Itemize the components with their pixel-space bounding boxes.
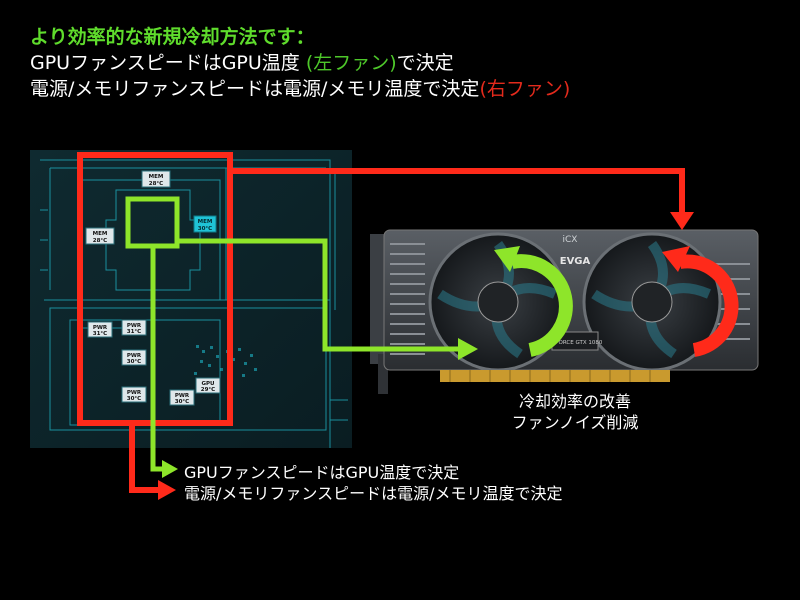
header-right-fan: (右ファン) [479,78,571,100]
svg-text:PWR: PWR [127,323,142,329]
svg-text:30°C: 30°C [127,396,141,402]
svg-text:31°C: 31°C [127,329,141,335]
header-title: より効率的な新規冷却方法です： [30,26,315,48]
chip-pwr-2: PWR 31°C [87,321,113,338]
left-fan-rotation-arrow [510,254,573,357]
benefits-caption: 冷却効率の改善 ファンノイズ削減 [490,391,660,433]
chip-pwr-5: PWR 30°C [169,389,195,406]
svg-text:PWR: PWR [127,353,142,359]
right-fan-hub [631,281,673,323]
green-arrow-head-legend [162,460,178,478]
svg-text:MEM: MEM [149,174,164,180]
right-fan-rotation-arrow [678,254,739,357]
svg-text:30°C: 30°C [127,359,141,365]
legend-mem-line: 電源/メモリファンスピードは電源/メモリ温度で決定 [184,484,563,503]
header: より効率的な新規冷却方法です： GPUファンスピードはGPU温度 (左ファン)で… [30,24,570,102]
pcb-outline: MEM 28°C MEM 28°C MEM 30°C PWR 31°C PWR … [40,159,348,450]
svg-text:31°C: 31°C [93,331,107,337]
chip-mem-left: MEM 28°C [85,227,115,245]
right-fan-rotation-head [662,246,690,272]
left-fan-rotation-head [494,246,520,272]
red-arrow-head-legend [158,480,176,500]
card-badge: iCX [563,235,578,245]
chip-pwr-1: PWR 31°C [121,319,147,336]
header-mem-text: 電源/メモリファンスピードは電源/メモリ温度で決定 [30,78,480,100]
svg-text:28°C: 28°C [149,181,163,187]
green-arrow-to-left-fan [177,238,460,352]
card-brand: EVGA [560,256,591,267]
svg-text:PWR: PWR [127,390,142,396]
benefit-noise: ファンノイズ削減 [511,413,639,432]
green-arrow-head-fan [458,338,478,360]
header-gpu-line: GPUファンスピードはGPU温度 (左ファン)で決定 [30,50,570,76]
svg-text:30°C: 30°C [198,226,212,232]
svg-text:MEM: MEM [93,231,108,237]
red-arrow-to-legend [129,423,160,493]
chip-mem-right: MEM 30°C [193,215,217,233]
benefit-cooling: 冷却効率の改善 [518,392,631,411]
svg-text:PWR: PWR [175,393,190,399]
red-arrow-head-top [670,212,694,230]
svg-text:29°C: 29°C [201,387,215,393]
chip-pwr-4: PWR 30°C [121,386,147,403]
red-arrow-to-right-fan [230,168,685,215]
svg-text:GPU: GPU [201,381,214,387]
card-model: GEFORCE GTX 1080 [548,340,603,346]
chip-gpu: GPU 29°C [195,377,221,394]
green-arrow-to-legend [150,246,164,472]
svg-text:MEM: MEM [198,219,213,225]
header-left-fan: (左ファン) [305,52,397,74]
left-fan-hub [477,281,519,323]
svg-text:28°C: 28°C [93,238,107,244]
legend-gpu-line: GPUファンスピードはGPU温度で決定 [184,463,460,482]
svg-text:PWR: PWR [93,325,108,331]
header-gpu-text: GPUファンスピードはGPU温度 [30,52,306,74]
chip-pwr-3: PWR 30°C [121,349,147,366]
header-mem-line: 電源/メモリファンスピードは電源/メモリ温度で決定(右ファン) [30,76,570,102]
pcb-board-diagram: MEM 28°C MEM 28°C MEM 30°C PWR 31°C PWR … [30,150,352,450]
chip-mem-top: MEM 28°C [141,170,171,188]
svg-text:30°C: 30°C [175,399,189,405]
green-gpu-box [125,196,180,249]
header-gpu-end: で決定 [396,52,454,74]
